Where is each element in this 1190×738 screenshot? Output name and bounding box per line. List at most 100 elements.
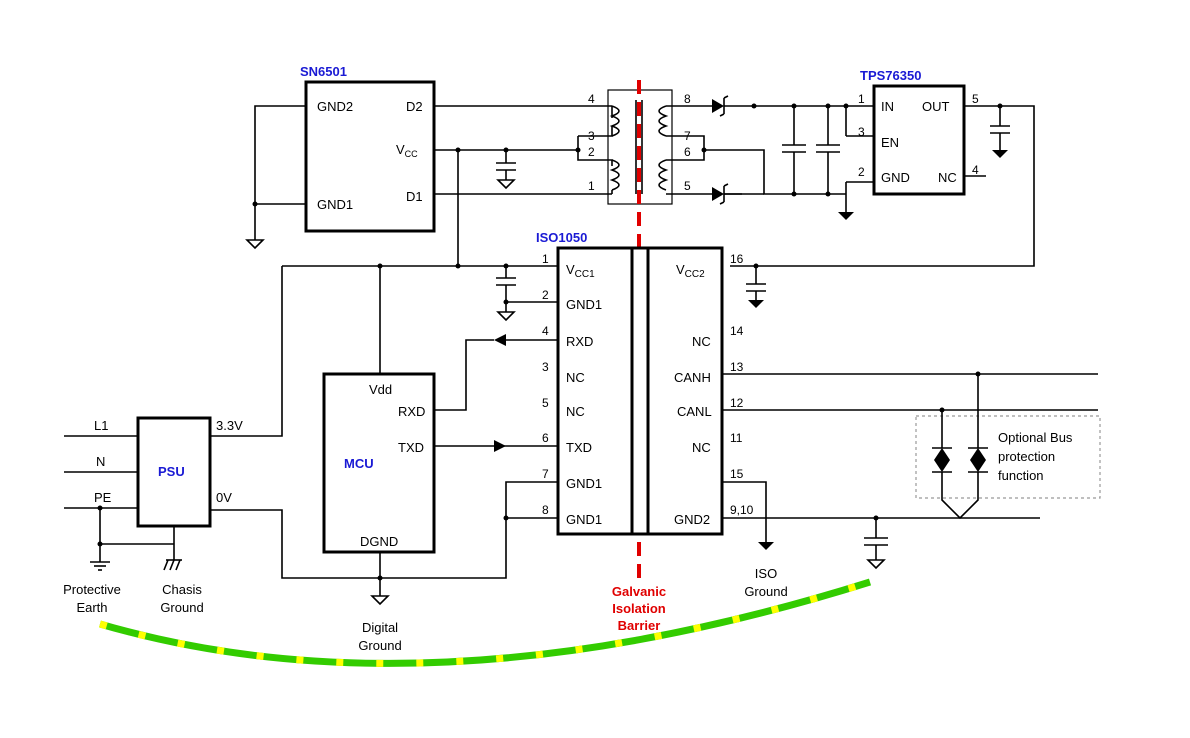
protective-earth-label-1: Protective <box>63 582 121 597</box>
iso1050-canh-label: CANH <box>674 370 711 385</box>
iso1050-title: ISO1050 <box>536 230 587 245</box>
xfmr-pin-8: 8 <box>684 92 691 106</box>
xfmr-pin-4: 4 <box>588 92 595 106</box>
vcc1-cap-ground-symbol <box>496 311 516 322</box>
tps76350-in-label: IN <box>881 99 894 114</box>
mcu-chip: Vdd RXD TXD MCU DGND <box>322 372 436 554</box>
iso1050-pin-12: 12 <box>730 396 744 410</box>
iso1050-pin-11: 11 <box>730 431 743 445</box>
barrier-label-3: Barrier <box>618 618 661 633</box>
mcu-rxd-label: RXD <box>398 404 425 419</box>
sn6501-gnd2-label: GND2 <box>317 99 353 114</box>
iso1050-pin-8: 8 <box>542 503 549 517</box>
iso1050-gnd1c-label: GND1 <box>566 512 602 527</box>
xfmr-pin-5: 5 <box>684 179 691 193</box>
protective-earth-label-2: Earth <box>76 600 107 615</box>
iso1050-pin-14: 14 <box>730 324 744 338</box>
iso1050-txd-label: TXD <box>566 440 592 455</box>
sn6501-gnd1-label: GND1 <box>317 197 353 212</box>
iso1050-nc-a-label: NC <box>566 370 585 385</box>
tps76350-pin-5: 5 <box>972 92 979 106</box>
iso1050-pin-5: 5 <box>542 396 549 410</box>
sn6501-title: SN6501 <box>300 64 347 79</box>
bus-cap-ground-symbol <box>866 559 886 570</box>
iso1050-pin-1: 1 <box>542 252 549 266</box>
iso1050-nc-b-label: NC <box>566 404 585 419</box>
psu-0v-label: 0V <box>216 490 232 505</box>
tps76350-en-label: EN <box>881 135 899 150</box>
digital-ground-label-1: Digital <box>362 620 398 635</box>
psu-block: PSU 3.3V 0V L1 N PE <box>94 416 243 528</box>
psu-l1-label: L1 <box>94 418 108 433</box>
tvs-diode-2 <box>970 448 986 472</box>
iso1050-rxd-label: RXD <box>566 334 593 349</box>
iso-ground-symbol <box>758 542 774 550</box>
vcc2-cap-ground-symbol <box>748 300 764 308</box>
tps76350-gnd-label: GND <box>881 170 910 185</box>
iso1050-nc-r1-label: NC <box>692 334 711 349</box>
tps76350-pin-2: 2 <box>858 165 865 179</box>
tps76350-pin-1: 1 <box>858 92 865 106</box>
bus-protection-label-2: protection <box>998 449 1055 464</box>
iso1050-pin-6: 6 <box>542 431 549 445</box>
sn6501-d1-label: D1 <box>406 189 423 204</box>
bus-protection-label-1: Optional Bus <box>998 430 1073 445</box>
digital-ground-label-2: Ground <box>358 638 401 653</box>
iso1050-gnd1a-label: GND1 <box>566 297 602 312</box>
vcc-cap-ground-symbol <box>496 179 516 190</box>
sn6501-d2-label: D2 <box>406 99 423 114</box>
iso1050-pin-16: 16 <box>730 252 744 266</box>
iso1050-canl-label: CANL <box>677 404 712 419</box>
psu-n-label: N <box>96 454 105 469</box>
sn6501-chip: SN6501 GND2 D2 VCC GND1 D1 <box>300 64 436 233</box>
iso-ground-label-1: ISO <box>755 566 777 581</box>
chassis-ground-symbol <box>163 559 182 571</box>
mcu-txd-label: TXD <box>398 440 424 455</box>
tps76350-pin-4: 4 <box>972 163 979 177</box>
rectifier-diode-bottom <box>712 187 724 201</box>
xfmr-pin-2: 2 <box>588 145 595 159</box>
iso1050-pin-9-10: 9,10 <box>730 503 754 517</box>
iso1050-vcc2-label: VCC2 <box>676 262 705 280</box>
iso1050-nc-r2-label: NC <box>692 440 711 455</box>
iso1050-pin-2: 2 <box>542 288 549 302</box>
xfmr-pin-6: 6 <box>684 145 691 159</box>
barrier-label-2: Isolation <box>612 601 666 616</box>
iso1050-pin-3: 3 <box>542 360 549 374</box>
ldo-out-cap-ground-symbol <box>992 150 1008 158</box>
ground-bond-arc-stripes <box>99 578 872 667</box>
iso1050-pin-7: 7 <box>542 467 549 481</box>
bus-protection-box <box>915 415 1101 499</box>
iso-ground-label-2: Ground <box>744 584 787 599</box>
barrier-label-1: Galvanic <box>612 584 666 599</box>
sn6501-ground-symbol <box>245 239 265 250</box>
sn6501-vcc-label: VCC <box>396 142 418 159</box>
ldo-ground-symbol <box>838 212 854 220</box>
xfmr-pin-1: 1 <box>588 179 595 193</box>
iso1050-vcc1-label: VCC1 <box>566 262 595 280</box>
psu-title: PSU <box>158 464 185 479</box>
psu-3v3-label: 3.3V <box>216 418 243 433</box>
mcu-title: MCU <box>344 456 374 471</box>
iso1050-pin-4: 4 <box>542 324 549 338</box>
tvs-diode-1 <box>934 448 950 472</box>
iso1050-chip: ISO1050 VCC1 GND1 RXD NC NC TXD GND1 GND… <box>536 230 754 536</box>
iso1050-gnd1b-label: GND1 <box>566 476 602 491</box>
bus-protection-label-3: function <box>998 468 1044 483</box>
iso1050-gnd2-label: GND2 <box>674 512 710 527</box>
tps76350-out-label: OUT <box>922 99 950 114</box>
tps76350-pin-3: 3 <box>858 125 865 139</box>
mcu-vdd-label: Vdd <box>369 382 392 397</box>
protective-earth-symbol <box>90 561 110 571</box>
tps76350-chip: TPS76350 IN OUT EN GND NC 1 3 2 5 4 <box>858 68 979 196</box>
tps76350-title: TPS76350 <box>860 68 921 83</box>
xfmr-pin-3: 3 <box>588 129 595 143</box>
mcu-dgnd-label: DGND <box>360 534 398 549</box>
chassis-ground-label-1: Chasis <box>162 582 202 597</box>
digital-ground-symbol <box>370 595 390 606</box>
iso1050-pin-15: 15 <box>730 467 744 481</box>
rectifier-diode-top <box>712 99 724 113</box>
iso1050-pin-13: 13 <box>730 360 744 374</box>
isolation-transformer: 4 3 2 1 8 7 6 5 <box>577 89 691 205</box>
